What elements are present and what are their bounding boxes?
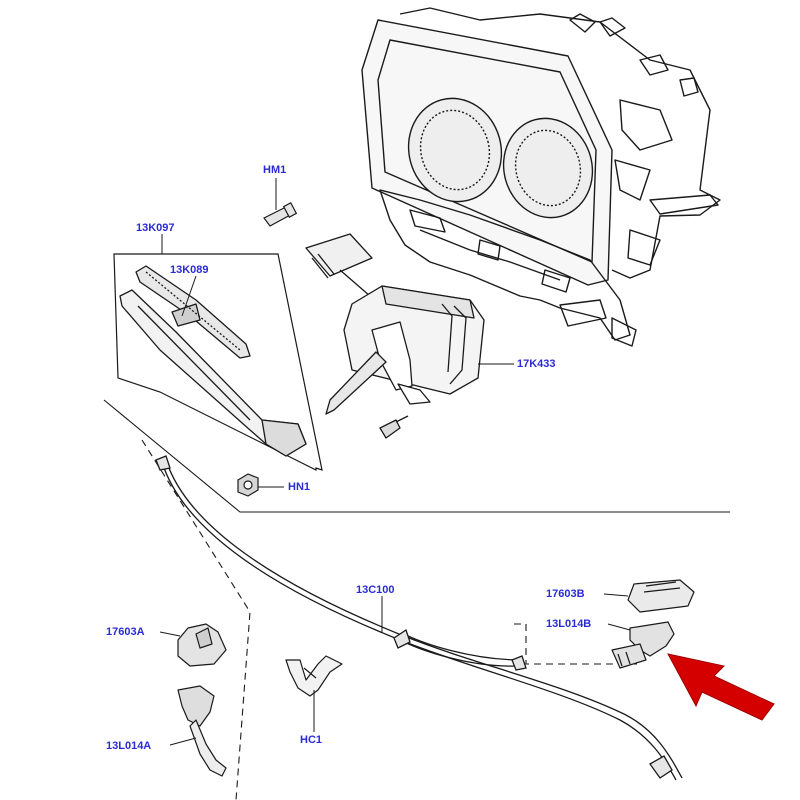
callout-hm1: HM1 (263, 164, 287, 176)
callout-13k089: 13K089 (170, 264, 209, 276)
callout-hn1: HN1 (288, 481, 311, 493)
hm1-bolt (263, 202, 298, 227)
section-lines (103, 399, 730, 800)
washer-jet-cover-right (627, 579, 695, 613)
wiper-kit-frame (113, 253, 323, 471)
hn1-nut (237, 473, 259, 497)
leader-lines (159, 178, 631, 746)
callout-13l014b: 13L014B (546, 618, 592, 630)
hc1-clip (285, 655, 343, 697)
wiper-motor (305, 233, 485, 439)
wiper-blade (135, 265, 251, 359)
callout-17603a: 17603A (106, 626, 145, 638)
red-arrow (667, 653, 775, 721)
callout-13c100: 13C100 (356, 584, 395, 596)
callout-13l014a: 13L014A (106, 740, 152, 752)
callout-17603b: 17603B (546, 588, 585, 600)
callout-13k097: 13K097 (136, 222, 175, 234)
wiper-arm (119, 289, 307, 457)
washer-jet-right (611, 621, 675, 669)
callout-17k433: 17K433 (517, 358, 556, 370)
washer-jet-left (177, 685, 227, 777)
headlamp-assembly (361, 7, 721, 347)
washer-hose (155, 455, 683, 781)
washer-jet-cover-left (177, 623, 227, 667)
callout-hc1: HC1 (300, 734, 323, 746)
